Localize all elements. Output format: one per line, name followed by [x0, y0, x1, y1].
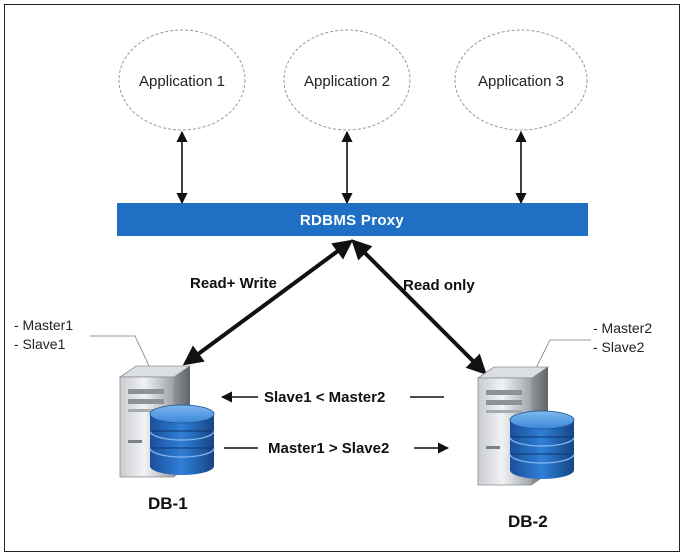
- db2-callout-line: [533, 339, 591, 373]
- replication-label-to-db2: Master1 > Slave2: [268, 440, 389, 457]
- db2-name: DB-2: [508, 512, 548, 531]
- application-node-1: Application 1: [118, 29, 246, 131]
- application-label-1: Application 1: [139, 73, 225, 90]
- rdbms-proxy-label: RDBMS Proxy: [300, 212, 405, 229]
- read-write-label: Read+ Write: [190, 275, 277, 292]
- db1-server: [118, 365, 215, 478]
- application-node-2: Application 2: [283, 29, 411, 131]
- db2-role-master: - Master2: [593, 320, 652, 336]
- rdbms-proxy-bar: RDBMS Proxy: [117, 203, 588, 236]
- proxy-db2-arrow: [351, 239, 487, 375]
- database-cylinder-icon: [509, 410, 575, 479]
- application-label-2: Application 2: [304, 73, 390, 90]
- database-cylinder-icon: [149, 404, 215, 475]
- db1-name: DB-1: [148, 494, 188, 513]
- db2-server: [476, 366, 575, 486]
- replication-label-to-db1: Slave1 < Master2: [264, 389, 385, 406]
- db1-role-slave: - Slave1: [14, 336, 66, 352]
- proxy-db1-arrow: [182, 239, 354, 366]
- db1-role-master: - Master1: [14, 317, 73, 333]
- application-node-3: Application 3: [454, 29, 588, 131]
- db2-role-slave: - Slave2: [593, 339, 645, 355]
- db1-callout-line: [90, 335, 151, 369]
- diagram-border: [4, 4, 680, 552]
- application-label-3: Application 3: [478, 73, 564, 90]
- read-only-label: Read only: [403, 277, 475, 294]
